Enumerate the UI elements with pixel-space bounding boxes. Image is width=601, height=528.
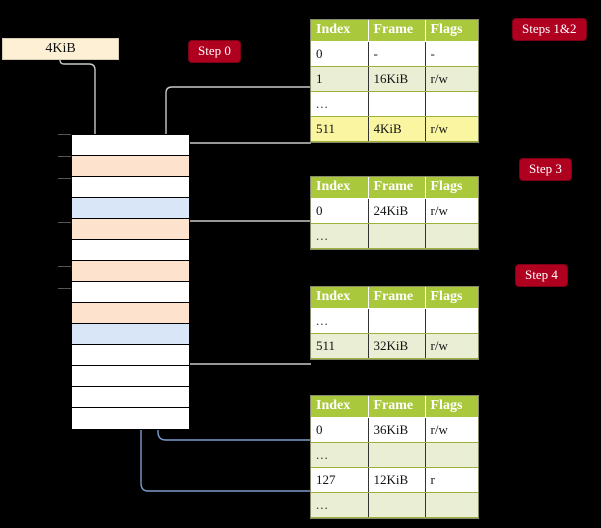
frame-tick (58, 288, 72, 289)
physical-memory-column (71, 134, 190, 430)
cell-frame (368, 223, 426, 249)
table-row: ... (311, 308, 478, 334)
memory-frame-row (72, 303, 189, 324)
column-header-frame: Frame (368, 396, 426, 418)
column-header-index: Index (311, 177, 369, 199)
memory-frame-row (72, 261, 189, 282)
table-row: 0-- (311, 41, 478, 67)
cell-frame: - (368, 41, 426, 67)
column-header-flags: Flags (425, 396, 478, 418)
virtual-address-label: 4KiB (45, 41, 76, 56)
cell-index: ... (311, 442, 369, 468)
memory-frame-row (72, 240, 189, 261)
cell-index: ... (311, 492, 369, 518)
frame-tick (58, 134, 72, 135)
column-header-frame: Frame (368, 287, 426, 309)
cell-index: ... (311, 223, 369, 249)
frame-tick (58, 178, 72, 179)
column-header-index: Index (311, 396, 369, 418)
cell-index: ... (311, 91, 369, 117)
frame-tick (58, 156, 72, 157)
memory-frame-row (72, 198, 189, 219)
cell-index: ... (311, 308, 369, 334)
cell-frame: 4KiB (368, 116, 426, 142)
memory-frame-row (72, 156, 189, 177)
cell-index: 127 (311, 467, 369, 493)
memory-frame-row (72, 177, 189, 198)
virtual-address-box: 4KiB (2, 38, 119, 60)
memory-frame-row (72, 324, 189, 345)
memory-frame-row (72, 135, 189, 156)
table-row: ... (311, 492, 478, 518)
cell-frame: 32KiB (368, 333, 426, 359)
cell-frame (368, 492, 426, 518)
cell-frame: 16KiB (368, 66, 426, 92)
frame-tick (58, 222, 72, 223)
memory-frame-row (72, 366, 189, 387)
frame-tick (58, 266, 72, 267)
cell-flags (425, 442, 478, 468)
column-header-index: Index (311, 287, 369, 309)
cell-index: 511 (311, 333, 369, 359)
cell-frame (368, 91, 426, 117)
wire-step3 (171, 220, 311, 264)
badge-steps-1-2: Steps 1&2 (513, 19, 586, 40)
cell-frame (368, 442, 426, 468)
cell-frame: 24KiB (368, 198, 426, 224)
cell-flags (425, 223, 478, 249)
cell-index: 0 (311, 198, 369, 224)
cell-index: 0 (311, 41, 369, 67)
cell-flags: r/w (425, 417, 478, 443)
column-header-flags: Flags (425, 287, 478, 309)
cell-flags (425, 308, 478, 334)
cell-index: 0 (311, 417, 369, 443)
cell-flags: r (425, 467, 478, 493)
cell-flags (425, 492, 478, 518)
column-header-flags: Flags (425, 177, 478, 199)
cell-flags: - (425, 41, 478, 67)
column-header-frame: Frame (368, 20, 426, 42)
table-row: ... (311, 91, 478, 117)
cell-frame: 36KiB (368, 417, 426, 443)
memory-frame-row (72, 219, 189, 240)
cell-frame (368, 308, 426, 334)
table-row: ... (311, 442, 478, 468)
cell-index: 1 (311, 66, 369, 92)
cell-flags (425, 91, 478, 117)
cell-index: 511 (311, 116, 369, 142)
badge-step-4: Step 4 (516, 265, 567, 286)
memory-frame-row (72, 408, 189, 429)
badge-step-3: Step 3 (520, 159, 571, 180)
cell-flags: r/w (425, 66, 478, 92)
badge-step-0: Step 0 (189, 41, 240, 62)
memory-frame-row (72, 387, 189, 408)
cell-frame: 12KiB (368, 467, 426, 493)
memory-frame-row (72, 345, 189, 366)
column-header-flags: Flags (425, 20, 478, 42)
cell-flags: r/w (425, 333, 478, 359)
cell-flags: r/w (425, 116, 478, 142)
wire-step4 (168, 282, 311, 365)
memory-frame-row (72, 282, 189, 303)
table-row: ... (311, 223, 478, 249)
column-header-frame: Frame (368, 177, 426, 199)
column-header-index: Index (311, 20, 369, 42)
cell-flags: r/w (425, 198, 478, 224)
